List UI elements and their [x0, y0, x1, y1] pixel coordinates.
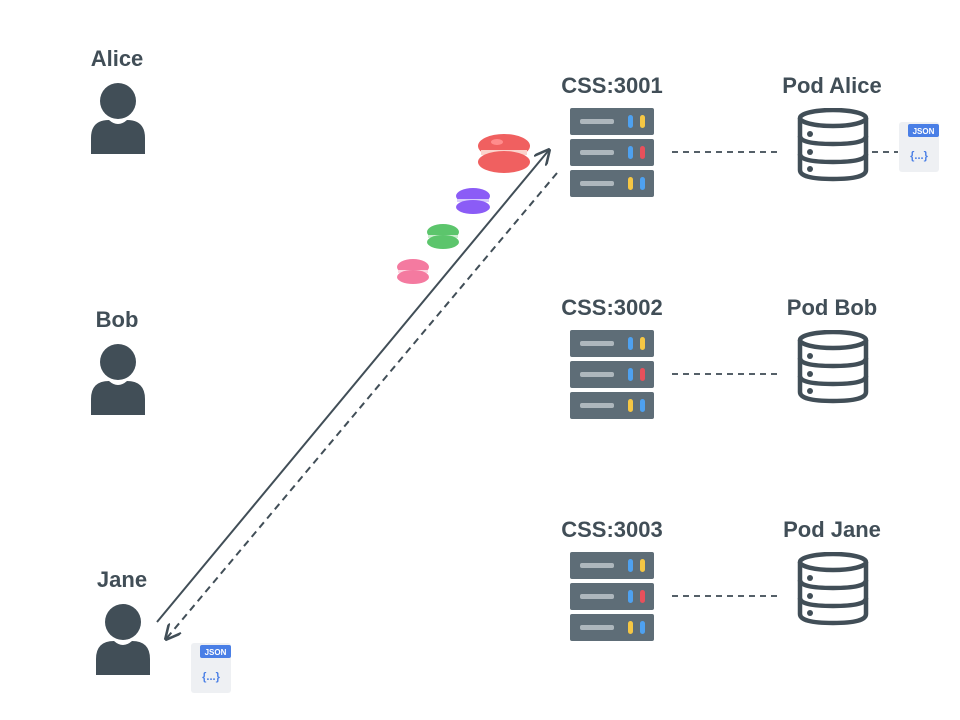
- pod-label-jane: Pod Jane: [783, 517, 881, 542]
- macaron-pink: [397, 259, 429, 284]
- request-arrow: [156, 150, 549, 623]
- macaron-green: [427, 224, 459, 249]
- json-file-icon: JSON {...}: [899, 122, 939, 172]
- macaron-purple: [456, 188, 490, 214]
- database-icon: [797, 552, 869, 626]
- user-icon: [91, 344, 145, 415]
- json-body: {...}: [202, 671, 220, 683]
- user-label-jane: Jane: [96, 567, 148, 592]
- user-icon: [91, 83, 145, 154]
- server-label-3003: CSS:3003: [561, 517, 663, 542]
- pod-label-alice: Pod Alice: [782, 73, 882, 98]
- response-arrow: [166, 172, 558, 639]
- server-rack-icon: [570, 108, 654, 197]
- server-rack-icon: [570, 330, 654, 419]
- user-label-alice: Alice: [90, 46, 144, 71]
- user-label-bob: Bob: [95, 307, 139, 332]
- json-body: {...}: [910, 150, 928, 162]
- database-icon: [797, 330, 869, 404]
- json-file-icon: JSON {...}: [191, 643, 231, 693]
- server-label-3002: CSS:3002: [561, 295, 663, 320]
- macaron-red: [478, 134, 530, 173]
- server-label-3001: CSS:3001: [561, 73, 663, 98]
- database-icon: [797, 108, 869, 182]
- json-tag: JSON: [205, 648, 227, 657]
- server-rack-icon: [570, 552, 654, 641]
- user-icon: [96, 604, 150, 675]
- json-tag: JSON: [913, 127, 935, 136]
- pod-label-bob: Pod Bob: [786, 295, 878, 320]
